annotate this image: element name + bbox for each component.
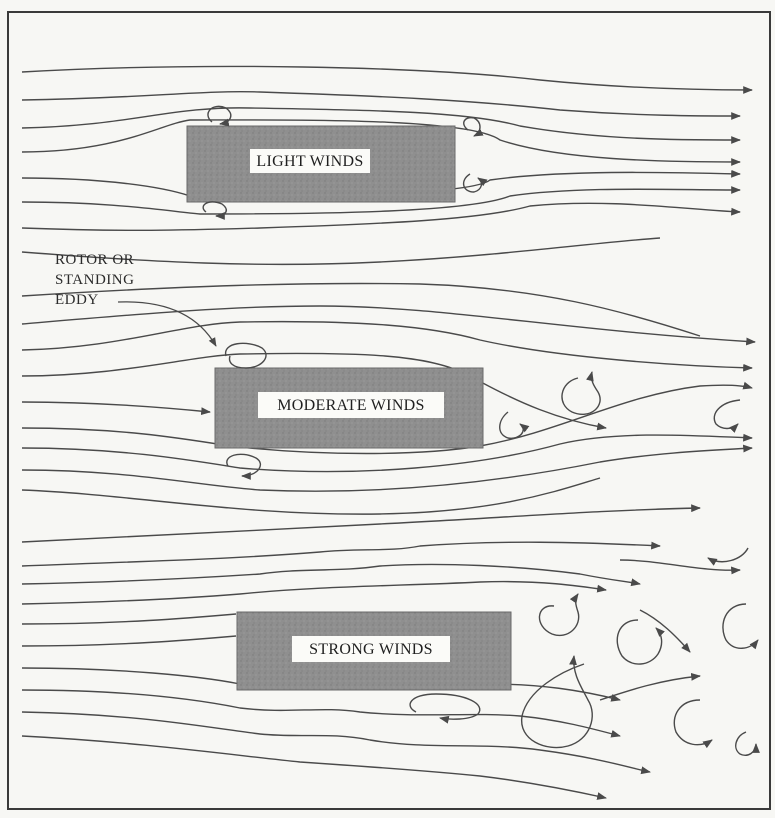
streamline [22, 66, 752, 90]
eddy-icon [464, 174, 482, 192]
streamline [22, 203, 740, 230]
eddy-icon [227, 454, 261, 476]
eddy-icon [723, 604, 758, 648]
eddy-icon [562, 372, 600, 414]
eddy-icon [617, 620, 661, 664]
streamline [22, 306, 755, 342]
streamline [22, 402, 210, 412]
eddy-icon [539, 594, 578, 635]
streamline [22, 322, 752, 368]
turbulence-streak [600, 676, 700, 700]
eddy-icon [208, 106, 231, 124]
turbulence-streak [640, 610, 690, 652]
eddy-icon [464, 118, 480, 136]
streamline [22, 542, 660, 566]
eddy-icon [736, 732, 756, 755]
streamline [22, 690, 620, 736]
streamline [22, 564, 640, 584]
eddy-icon [708, 548, 748, 562]
light-winds-panel [22, 66, 752, 264]
streamline [22, 736, 606, 798]
eddy-icon [674, 700, 712, 745]
streamline [22, 582, 606, 604]
streamline [22, 284, 700, 337]
streamline [22, 614, 236, 624]
rotor-eddy-icon [226, 343, 266, 368]
strong-winds-label: STRONG WINDS [309, 641, 433, 658]
streamline [22, 508, 700, 542]
light-winds-label: LIGHT WINDS [256, 153, 363, 170]
callout-line-2: STANDING [55, 272, 134, 288]
callout-leader [118, 302, 216, 346]
streamline [22, 92, 740, 116]
callout-line-1: ROTOR OR [55, 252, 134, 268]
streamline [22, 636, 236, 646]
rotor-callout: ROTOR OR STANDING EDDY [55, 252, 216, 346]
eddy-icon [500, 412, 523, 438]
eddy-icon [522, 656, 593, 748]
eddy-icon [714, 400, 740, 429]
callout-line-3: EDDY [55, 292, 99, 308]
moderate-winds-label: MODERATE WINDS [277, 397, 424, 414]
streamline [22, 478, 600, 514]
